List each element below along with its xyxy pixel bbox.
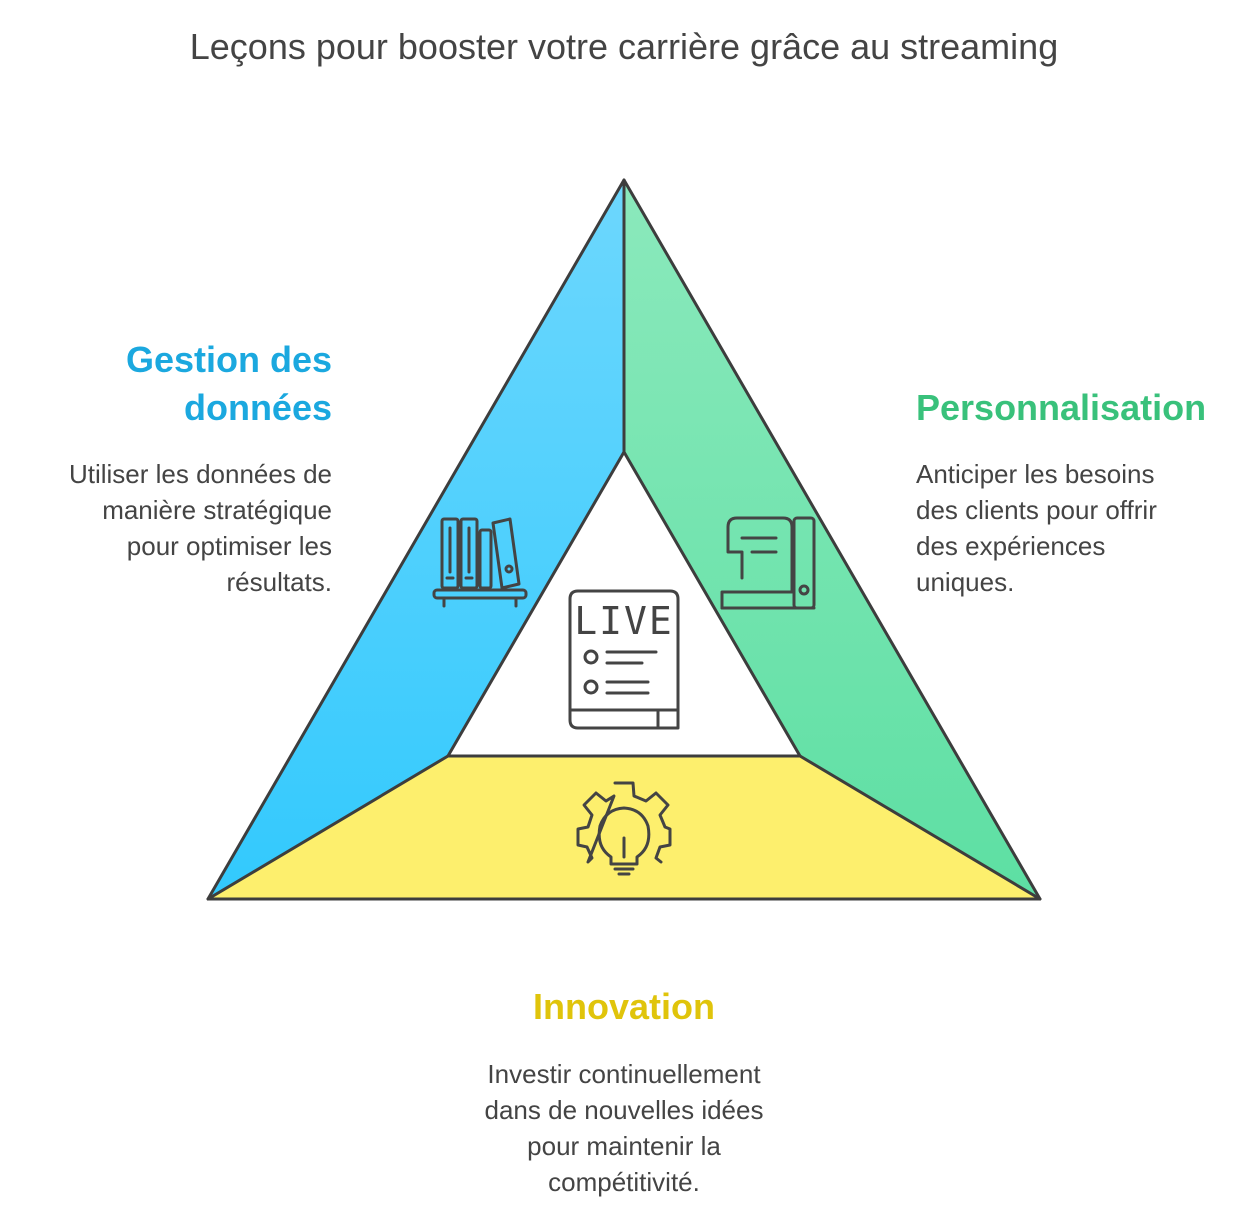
innovation-segment: [208, 756, 1040, 899]
lightbulb-gear-icon: [578, 783, 670, 874]
center-triangle: [448, 452, 800, 756]
live-label: LIVE: [574, 599, 674, 643]
live-document-icon: [570, 591, 678, 728]
personnalisation-description: Anticiper les besoins des clients pour o…: [916, 459, 1157, 597]
bookshelf-icon: [434, 519, 526, 606]
divider-left: [206, 754, 450, 901]
divider-right: [798, 754, 1042, 901]
personnalisation-heading: Personnalisation: [916, 387, 1207, 428]
gestion-description: Utiliser les données de manière stratégi…: [68, 459, 332, 597]
gestion-heading: Gestion des données: [125, 339, 332, 428]
page-title: Leçons pour booster votre carrière grâce…: [189, 26, 1059, 67]
inner-triangle-outline: [446, 450, 802, 758]
sewing-machine-icon: [722, 518, 814, 608]
innovation-description: Investir continuellement dans de nouvell…: [484, 1059, 764, 1197]
triangle-outline: [206, 178, 1042, 901]
innovation-heading: Innovation: [533, 986, 715, 1027]
